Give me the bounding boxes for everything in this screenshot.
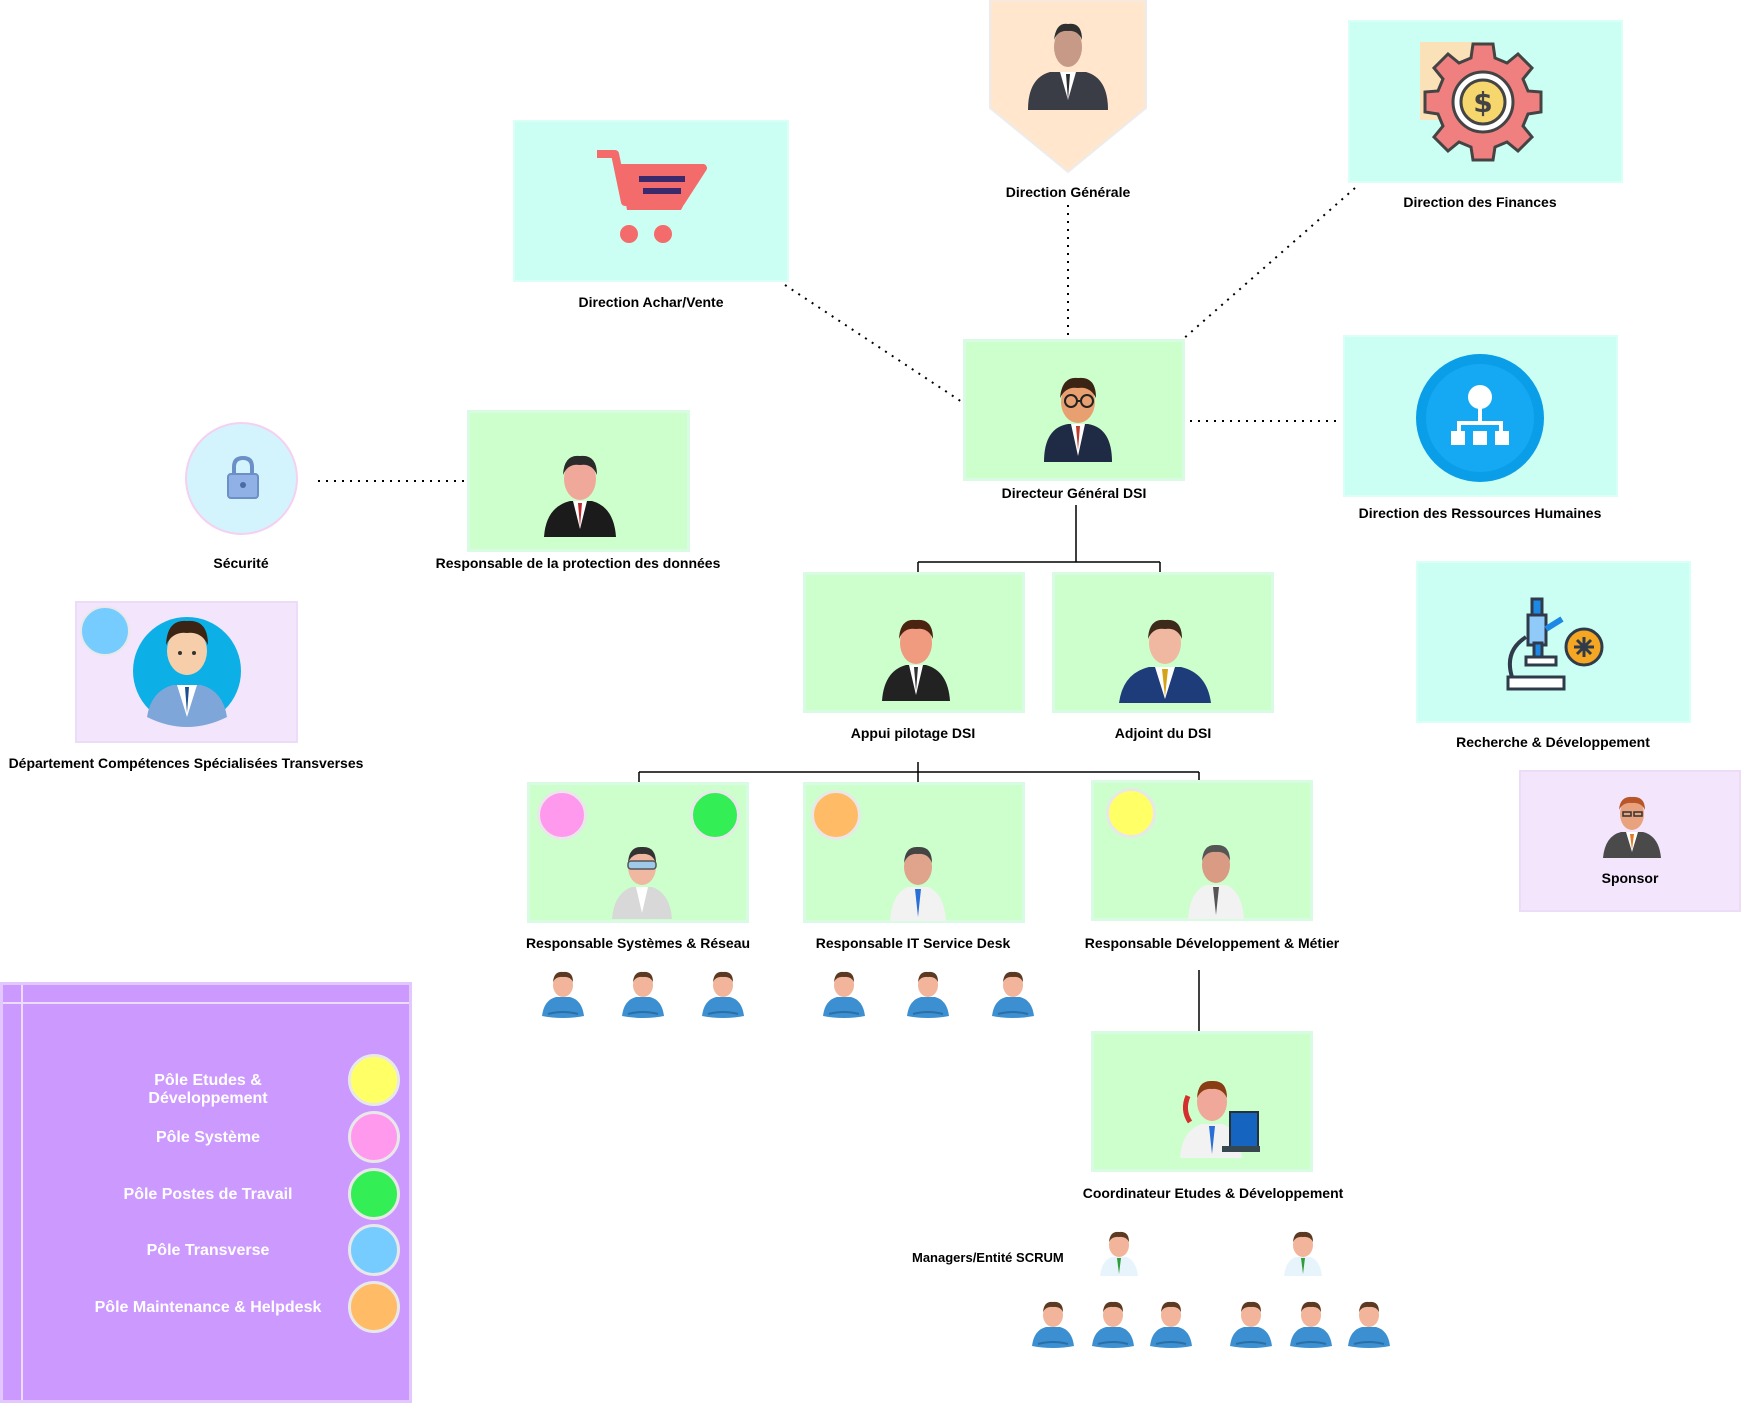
- pole-etudes-dot: [1106, 788, 1156, 838]
- departement-transverses-box[interactable]: [75, 601, 298, 743]
- legend-swatch-maintenance: [348, 1281, 400, 1333]
- legend-panel: Pôle Etudes & Développement Pôle Système…: [0, 982, 412, 1403]
- team-member-icon: [907, 971, 949, 1018]
- team-member-icon: [1032, 1301, 1074, 1348]
- legend-swatch-etudes: [348, 1054, 400, 1106]
- finance-gear-icon: $: [1420, 42, 1543, 162]
- coordinator-phone-laptop-icon: [1180, 1080, 1260, 1158]
- sponsor-label: Sponsor: [1601, 870, 1659, 886]
- resp-dev-metier-label: Responsable Développement & Métier: [1084, 935, 1340, 951]
- svg-text:$: $: [1473, 86, 1492, 119]
- team-member-icon: [823, 971, 865, 1018]
- legend-swatch-transverse: [348, 1224, 400, 1276]
- direction-achat-vente-box[interactable]: [513, 120, 789, 282]
- team-member-icon: [1230, 1301, 1272, 1348]
- team-member-icon: [542, 971, 584, 1018]
- legend-swatch-systeme: [348, 1111, 400, 1163]
- businessman-icon: [1018, 23, 1118, 112]
- recherche-dev-label: Recherche & Développement: [1456, 734, 1650, 750]
- directeur-general-dsi-box[interactable]: [963, 339, 1185, 481]
- resp-systemes-reseau-label: Responsable Systèmes & Réseau: [525, 935, 751, 951]
- legend-label-etudes: Pôle Etudes & Développement: [148, 1072, 268, 1107]
- coordinateur-label: Coordinateur Etudes & Développement: [1082, 1185, 1344, 1201]
- legend-label-transverse: Pôle Transverse: [146, 1242, 270, 1259]
- pole-systeme-dot: [537, 790, 587, 840]
- scrum-manager-icon: [1100, 1231, 1138, 1276]
- pole-transverse-dot: [80, 606, 130, 656]
- direction-rh-box[interactable]: [1343, 335, 1618, 497]
- directeur-general-dsi-label: Directeur Général DSI: [1001, 485, 1147, 501]
- recherche-dev-box[interactable]: [1416, 561, 1691, 723]
- resp-it-service-desk-box[interactable]: [803, 782, 1025, 923]
- legend-label-maintenance: Pôle Maintenance & Helpdesk: [94, 1299, 322, 1316]
- team-member-icon: [1150, 1301, 1192, 1348]
- direction-generale-shape: [989, 0, 1147, 174]
- sponsor-box[interactable]: [1519, 770, 1741, 912]
- team-member-icon: [1092, 1301, 1134, 1348]
- legend-divider-horizontal: [3, 1002, 409, 1004]
- sponsor-person-icon: [1603, 796, 1661, 858]
- technician-goggles-icon: [612, 846, 672, 919]
- dotted-link-achat: [784, 284, 963, 403]
- service-desk-person-icon: [890, 846, 946, 921]
- responsable-protection-box[interactable]: [467, 410, 690, 552]
- legend-label-systeme: Pôle Système: [155, 1129, 261, 1146]
- org-hierarchy-icon: [1416, 354, 1544, 482]
- departement-transverses-label: Département Compétences Spécialisées Tra…: [8, 755, 364, 771]
- direction-finances-box[interactable]: $: [1348, 20, 1623, 183]
- manager-red-tie-icon: [544, 455, 616, 537]
- coordinateur-box[interactable]: [1091, 1031, 1313, 1172]
- responsable-protection-label: Responsable de la protection des données: [435, 555, 721, 571]
- legend-swatch-postes: [348, 1168, 400, 1220]
- managers-scrum-label: Managers/Entité SCRUM: [912, 1250, 1064, 1265]
- scrum-manager-icon: [1284, 1231, 1322, 1276]
- team-member-icon: [702, 971, 744, 1018]
- team-member-icon: [622, 971, 664, 1018]
- team-member-icon: [992, 971, 1034, 1018]
- team-member-icon: [1290, 1301, 1332, 1348]
- employee-avatar-icon: [133, 617, 241, 727]
- resp-systemes-reseau-box[interactable]: [527, 782, 749, 923]
- dotted-link-finances: [1181, 187, 1356, 341]
- legend-label-postes: Pôle Postes de Travail: [123, 1186, 293, 1203]
- direction-rh-label: Direction des Ressources Humaines: [1358, 505, 1602, 521]
- resp-it-service-desk-label: Responsable IT Service Desk: [815, 935, 1011, 951]
- microscope-icon: [1506, 597, 1604, 691]
- appui-pilotage-label: Appui pilotage DSI: [850, 725, 976, 741]
- direction-finances-label: Direction des Finances: [1403, 194, 1557, 210]
- team-member-icon: [1348, 1301, 1390, 1348]
- securite-label: Sécurité: [213, 555, 269, 571]
- pole-maintenance-dot: [811, 790, 861, 840]
- padlock-icon: [227, 455, 259, 499]
- securite-circle[interactable]: [185, 422, 298, 535]
- appui-pilotage-box[interactable]: [803, 572, 1025, 713]
- developer-person-icon: [1188, 844, 1244, 919]
- director-glasses-icon: [1044, 377, 1112, 462]
- adjoint-businessman-icon: [1119, 619, 1211, 703]
- direction-generale-label: Direction Générale: [1005, 184, 1131, 200]
- adjoint-dsi-box[interactable]: [1052, 572, 1274, 713]
- pole-postes-travail-dot: [690, 790, 740, 840]
- direction-achat-vente-label: Direction Achar/Vente: [578, 294, 724, 310]
- shopping-cart-icon: [597, 150, 707, 243]
- adjoint-dsi-label: Adjoint du DSI: [1114, 725, 1212, 741]
- manager-suit-icon: [882, 619, 950, 701]
- resp-dev-metier-box[interactable]: [1091, 780, 1313, 921]
- legend-divider-vertical: [21, 985, 23, 1400]
